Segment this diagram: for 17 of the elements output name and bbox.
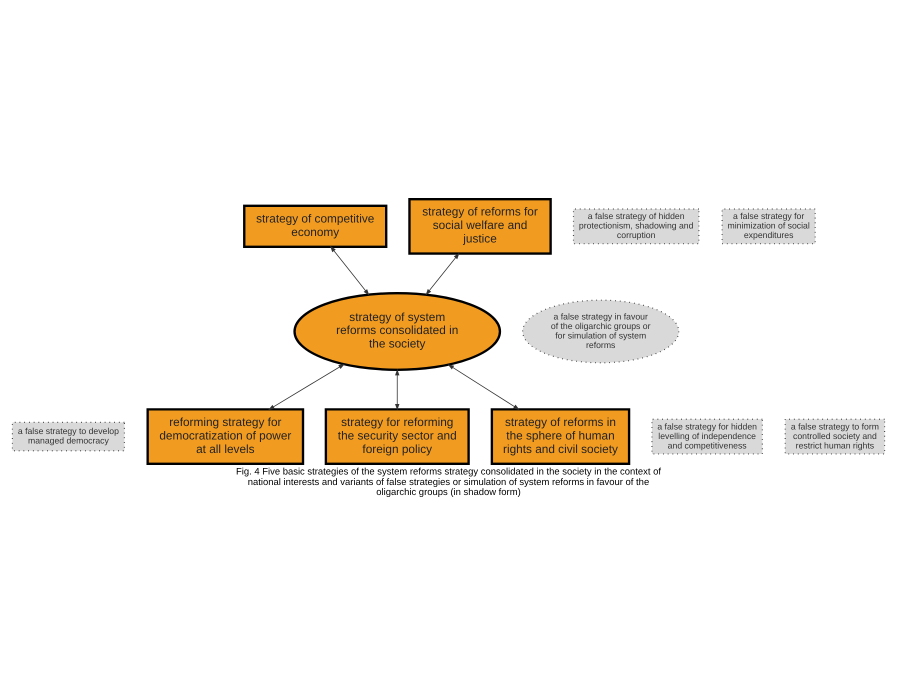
node-box: a false strategy for hidden levelling of independence and competitiveness (651, 418, 763, 454)
node-box: strategy of reforms for social welfare and justice (408, 197, 552, 254)
node-box: a false strategy of hidden protectionism, shadowing and corruption (572, 208, 700, 244)
arrow (448, 364, 520, 410)
arrow (268, 363, 345, 410)
arrow (330, 245, 370, 295)
node-box: strategy of competitive economy (243, 204, 388, 248)
node-box: reforming strategy for democratization of power at all levels (146, 408, 304, 464)
node-box: strategy for reforming the security sector and foreign policy (324, 408, 470, 464)
node-box: strategy of reforms in the sphere of human rights and civil society (490, 408, 630, 464)
arrow (426, 252, 460, 295)
caption: Fig. 4 Five basic strategies of the system reforms strategy consolidated in the society in the context of national interests and variants of false strategies or simulation of system reforms in favour of the oligarchic groups (in shadow form) (236, 466, 662, 498)
node-ellipse: a false strategy in favour of the oligarchic groups or for simulation of system reforms (522, 299, 680, 363)
node-box: a false strategy to develop managed democracy (12, 421, 125, 451)
arrow (395, 368, 400, 410)
node-box: a false strategy for minimization of social expenditures (722, 208, 816, 244)
node-box: a false strategy to form controlled society and restrict human rights (784, 418, 886, 454)
